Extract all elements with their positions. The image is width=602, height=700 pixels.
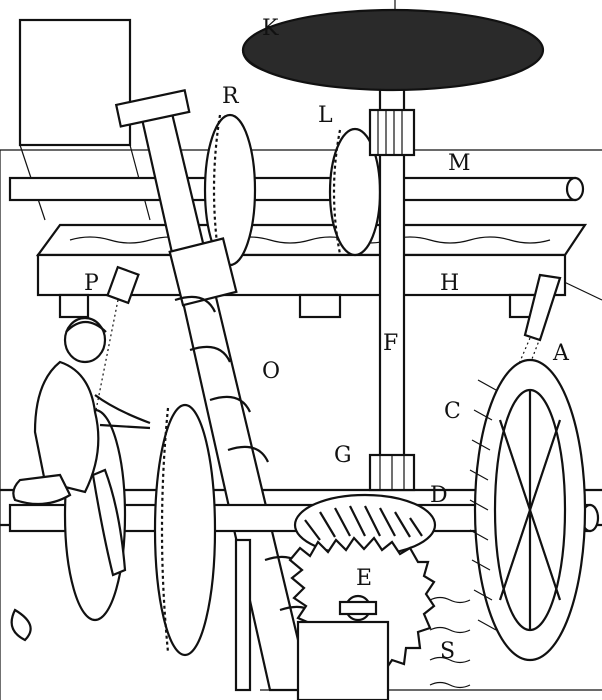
upper-lantern-pinion (368, 108, 416, 157)
archimedes-screw (114, 89, 322, 692)
label-R: R (222, 84, 240, 109)
label-L: L (318, 103, 333, 128)
label-S: S (440, 639, 455, 664)
label-A: A (552, 341, 570, 366)
label-G: G (334, 443, 352, 468)
label-O: O (262, 359, 280, 384)
letter-labels: K R L M P H A F O C G D E S (84, 16, 570, 664)
grinding-stone (241, 8, 545, 92)
water-wheel (469, 358, 587, 662)
label-M: M (448, 151, 471, 176)
worker-figure (10, 316, 151, 642)
label-H: H (440, 271, 459, 296)
window (18, 18, 132, 147)
worker-head (63, 316, 107, 364)
label-D: D (430, 483, 448, 508)
water-basin (429, 596, 471, 689)
gear-L (328, 127, 382, 257)
label-P: P (84, 271, 99, 296)
label-E: E (356, 566, 372, 591)
label-F: F (383, 331, 398, 356)
left-grindstone-2 (153, 403, 217, 657)
support-block (234, 538, 390, 700)
water-spout (95, 265, 140, 411)
label-C: C (444, 399, 461, 424)
label-K: K (262, 16, 279, 41)
upper-axle (8, 176, 585, 202)
vertical-shaft-F (368, 63, 416, 492)
